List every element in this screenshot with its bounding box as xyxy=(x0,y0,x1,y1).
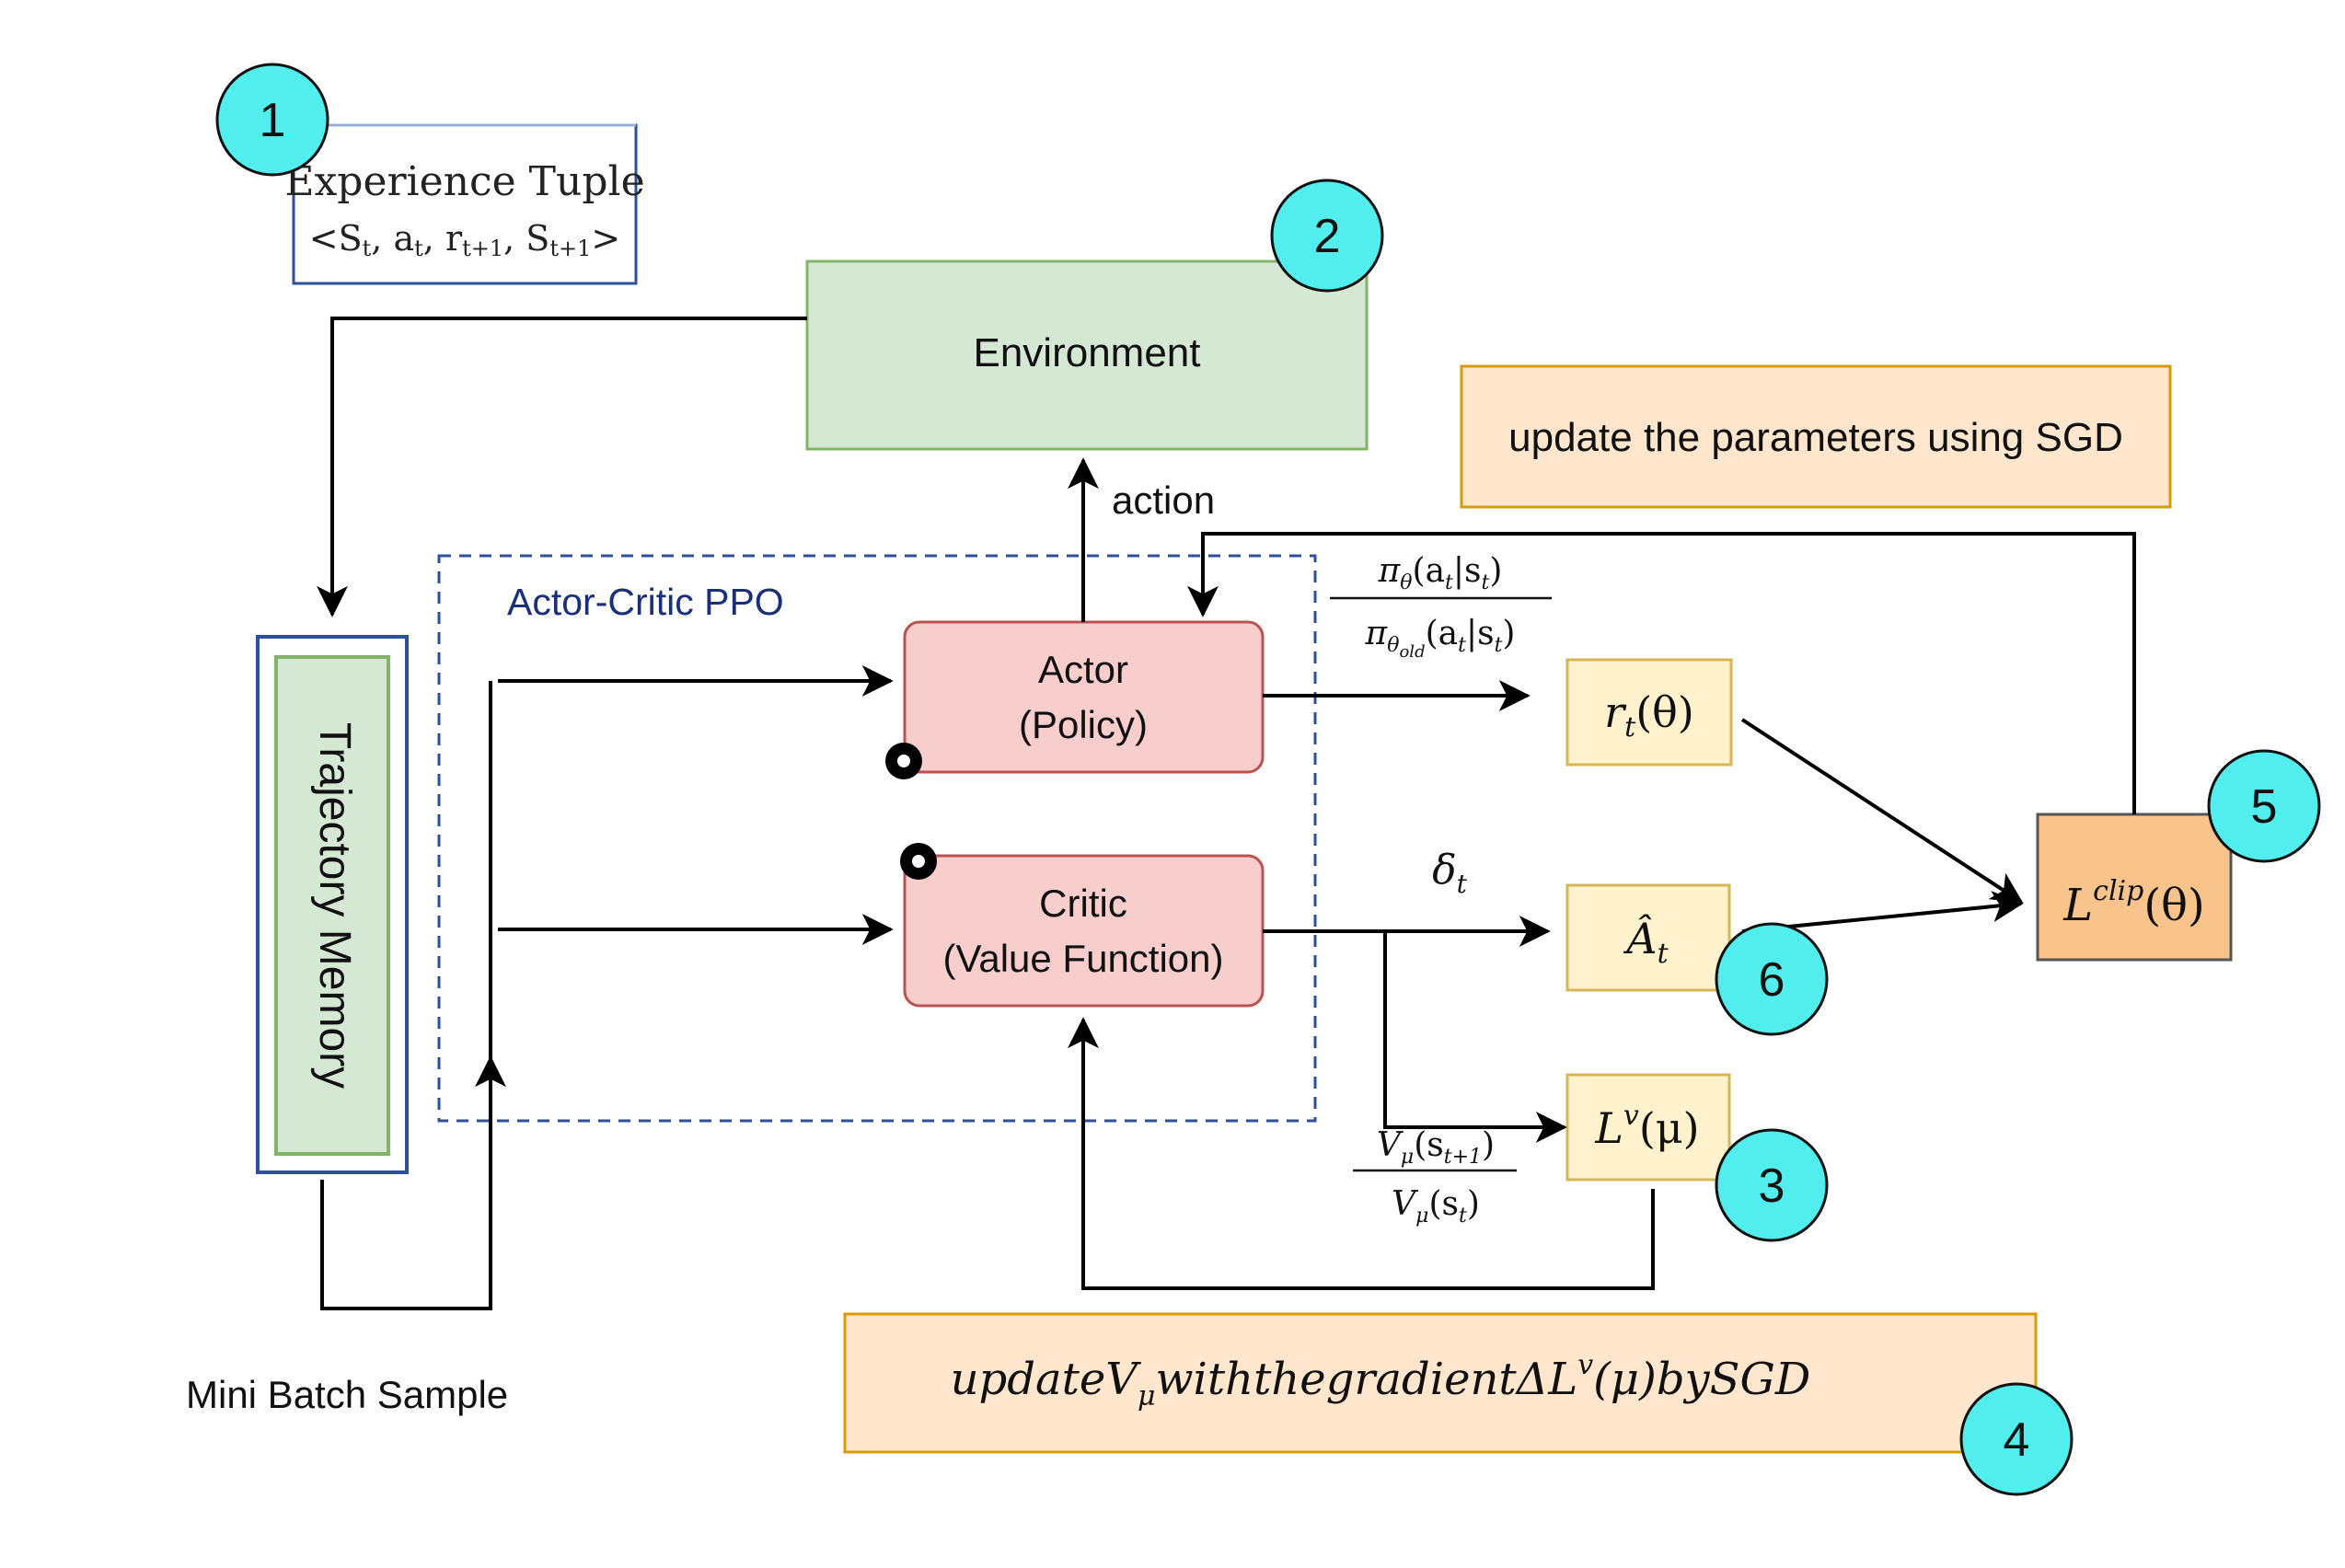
environment-label: Environment xyxy=(973,330,1200,375)
update-value-label: updateVμwiththegradientΔLv(μ)bySGD xyxy=(951,1349,1811,1412)
svg-text:4: 4 xyxy=(2004,1413,2030,1467)
rt-theta-box: rt(θ) xyxy=(1565,658,1733,767)
value-loss-box: Lv(μ) xyxy=(1565,1073,1731,1182)
critic-box: Critic (Value Function) xyxy=(903,854,1265,1008)
connection-point-icon xyxy=(885,743,922,779)
experience-tuple-values: <St, at, rt+1, St+1> xyxy=(309,218,620,261)
actor-label: Actor xyxy=(1038,648,1128,691)
actor-critic-ppo-region: Actor-Critic PPO xyxy=(437,554,1317,1123)
advantage-label: Ât xyxy=(1623,913,1669,970)
svg-text:5: 5 xyxy=(2251,780,2278,834)
environment-box: Environment xyxy=(805,259,1369,451)
value-ratio-denominator: Vμ(st) xyxy=(1392,1185,1480,1228)
critic-label: Critic xyxy=(1039,882,1127,925)
update-parameters-label: update the parameters using SGD xyxy=(1508,415,2123,460)
ppo-region-label: Actor-Critic PPO xyxy=(507,581,784,623)
svg-text:3: 3 xyxy=(1759,1159,1785,1213)
connection-point-icon xyxy=(900,843,937,880)
marker-badge: 6 xyxy=(1715,922,1829,1036)
critic-value-function-label: (Value Function) xyxy=(942,937,1223,980)
clip-loss-box: Lclip(θ) xyxy=(2036,813,2233,962)
action-label: action xyxy=(1112,478,1215,522)
svg-text:2: 2 xyxy=(1314,210,1341,263)
value-ratio-numerator: Vμ(st+1) xyxy=(1377,1126,1495,1169)
memory-to-batch-arrow xyxy=(320,1055,506,1310)
marker-badge: 2 xyxy=(1270,179,1384,293)
svg-text:1: 1 xyxy=(260,94,286,147)
ratio-numerator: πθ(at|st) xyxy=(1378,552,1503,594)
connectors xyxy=(317,317,2136,1310)
value-ratio-formula: Vμ(st+1) Vμ(st) xyxy=(1353,1126,1517,1228)
clip-loss-label: Lclip(θ) xyxy=(2062,875,2204,931)
marker-badge: 1 xyxy=(215,63,329,177)
rt-theta-label: rt(θ) xyxy=(1604,687,1694,744)
advantage-box: Ât xyxy=(1565,883,1731,992)
marker-badge: 3 xyxy=(1715,1128,1829,1242)
marker-badge: 4 xyxy=(1959,1382,2074,1496)
value-loss-label: Lv(μ) xyxy=(1594,1100,1699,1153)
ratio-denominator: πθold(at|st) xyxy=(1365,615,1516,662)
actor-policy-label: (Policy) xyxy=(1019,703,1148,746)
svg-text:6: 6 xyxy=(1759,953,1785,1007)
update-value-box: updateVμwiththegradientΔLv(μ)bySGD xyxy=(843,1312,2038,1454)
update-parameters-box: update the parameters using SGD xyxy=(1460,364,2172,509)
experience-tuple-title: Experience Tuple xyxy=(284,158,644,205)
td-error-label: δt xyxy=(1432,847,1468,899)
probability-ratio-formula: πθ(at|st) πθold(at|st) xyxy=(1330,552,1552,662)
actor-box: Actor (Policy) xyxy=(903,620,1265,774)
clip-to-actor-arrow xyxy=(1187,532,2136,814)
marker-badge: 5 xyxy=(2207,749,2321,863)
trajectory-memory-label: Trajectory Memory xyxy=(310,722,359,1089)
value-loss-to-critic-arrow xyxy=(1068,1017,1655,1290)
trajectory-memory-box: Trajectory Memory xyxy=(256,635,409,1174)
experience-tuple-box: Experience Tuple <St, at, rt+1, St+1> xyxy=(284,123,645,285)
rt-to-clip-arrow xyxy=(1740,718,2024,904)
critic-to-value-loss-arrow xyxy=(1383,931,1567,1143)
env-to-memory-arrow xyxy=(317,317,807,617)
mini-batch-sample-label: Mini Batch Sample xyxy=(186,1373,508,1416)
